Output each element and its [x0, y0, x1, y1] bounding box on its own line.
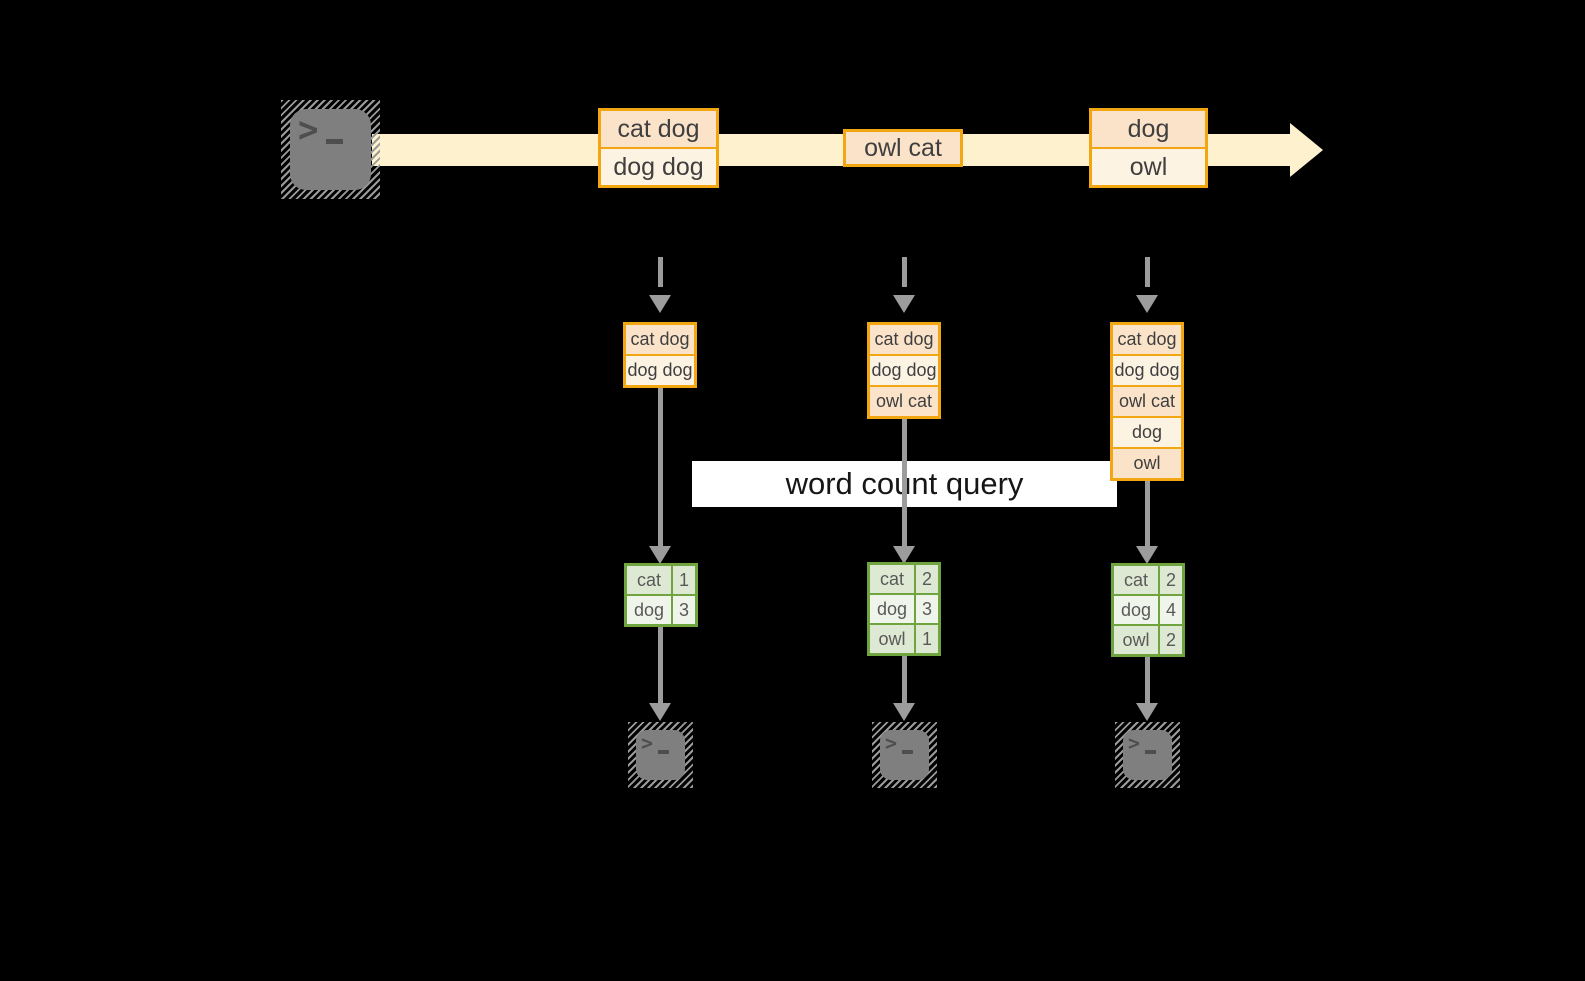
stream-batch-2: owl cat — [843, 129, 963, 167]
stream-batch-1: cat dog dog dog — [598, 108, 719, 188]
word-cell: cat — [1114, 566, 1158, 594]
arrow-line — [902, 419, 907, 546]
stream-record: dog — [1113, 418, 1181, 447]
count-cell: 3 — [916, 595, 938, 623]
terminal-prompt-icon: > — [641, 731, 654, 755]
stream-record: cat dog — [626, 325, 694, 354]
count-cell: 1 — [673, 566, 695, 594]
stream-record: dog dog — [870, 356, 938, 385]
source-terminal-icon: > — [281, 100, 380, 199]
terminal-screen: > — [880, 730, 929, 780]
down-arrow-icon — [649, 703, 671, 721]
stream-record: owl — [1113, 449, 1181, 478]
down-arrow-icon — [893, 295, 915, 313]
stream-record: owl cat — [870, 387, 938, 416]
table-row: owl 2 — [1114, 626, 1182, 654]
arrow-line — [658, 625, 663, 703]
count-cell: 2 — [1160, 626, 1182, 654]
terminal-prompt-icon: > — [1128, 731, 1141, 755]
terminal-prompt-icon: > — [885, 731, 898, 755]
count-cell: 4 — [1160, 596, 1182, 624]
stream-record: cat dog — [601, 111, 716, 147]
arrow-line — [1145, 481, 1150, 546]
down-arrow-icon — [893, 546, 915, 564]
word-cell: dog — [627, 596, 671, 624]
stream-window-3: cat dog dog dog owl cat dog owl — [1110, 322, 1184, 481]
down-arrow-icon — [1136, 703, 1158, 721]
stream-record: dog — [1092, 111, 1205, 147]
dashed-arrow-line — [902, 257, 907, 287]
arrow-line — [1145, 654, 1150, 703]
table-row: cat 1 — [627, 566, 695, 594]
count-cell: 3 — [673, 596, 695, 624]
table-row: owl 1 — [870, 625, 938, 653]
table-row: cat 2 — [1114, 566, 1182, 594]
stream-record: dog dog — [626, 356, 694, 385]
terminal-cursor-icon — [902, 750, 913, 754]
down-arrow-icon — [1136, 546, 1158, 564]
terminal-cursor-icon — [326, 139, 343, 144]
sink-terminal-icon: > — [872, 722, 937, 788]
table-row: dog 3 — [627, 596, 695, 624]
stream-window-1: cat dog dog dog — [623, 322, 697, 388]
stream-record: owl — [1092, 149, 1205, 185]
down-arrow-icon — [649, 295, 671, 313]
stream-record: owl cat — [1113, 387, 1181, 416]
count-table-2: cat 2 dog 3 owl 1 — [867, 562, 941, 656]
count-cell: 1 — [916, 625, 938, 653]
word-cell: cat — [870, 565, 914, 593]
count-table-3: cat 2 dog 4 owl 2 — [1111, 563, 1185, 657]
dashed-arrow-line — [1145, 257, 1150, 287]
dashed-arrow-line — [658, 257, 663, 287]
arrow-line — [902, 654, 907, 703]
count-cell: 2 — [916, 565, 938, 593]
terminal-screen: > — [636, 730, 685, 780]
stream-window-2: cat dog dog dog owl cat — [867, 322, 941, 419]
word-cell: cat — [627, 566, 671, 594]
stream-record: owl cat — [846, 132, 960, 164]
down-arrow-icon — [1136, 295, 1158, 313]
word-cell: dog — [870, 595, 914, 623]
sink-terminal-icon: > — [628, 722, 693, 788]
stream-batch-3: dog owl — [1089, 108, 1208, 188]
count-cell: 2 — [1160, 566, 1182, 594]
terminal-prompt-icon: > — [298, 109, 319, 151]
arrow-line — [658, 388, 663, 546]
table-row: cat 2 — [870, 565, 938, 593]
stream-record: cat dog — [870, 325, 938, 354]
count-table-1: cat 1 dog 3 — [624, 563, 698, 627]
table-row: dog 4 — [1114, 596, 1182, 624]
terminal-cursor-icon — [658, 750, 669, 754]
word-cell: dog — [1114, 596, 1158, 624]
stream-record: dog dog — [1113, 356, 1181, 385]
stream-record: cat dog — [1113, 325, 1181, 354]
sink-terminal-icon: > — [1115, 722, 1180, 788]
stream-right-arrow-icon — [1290, 123, 1323, 177]
terminal-cursor-icon — [1145, 750, 1156, 754]
table-row: dog 3 — [870, 595, 938, 623]
down-arrow-icon — [649, 546, 671, 564]
stream-record: dog dog — [601, 149, 716, 185]
terminal-screen: > — [1123, 730, 1172, 780]
terminal-screen: > — [290, 109, 371, 190]
word-cell: owl — [870, 625, 914, 653]
word-cell: owl — [1114, 626, 1158, 654]
down-arrow-icon — [893, 703, 915, 721]
